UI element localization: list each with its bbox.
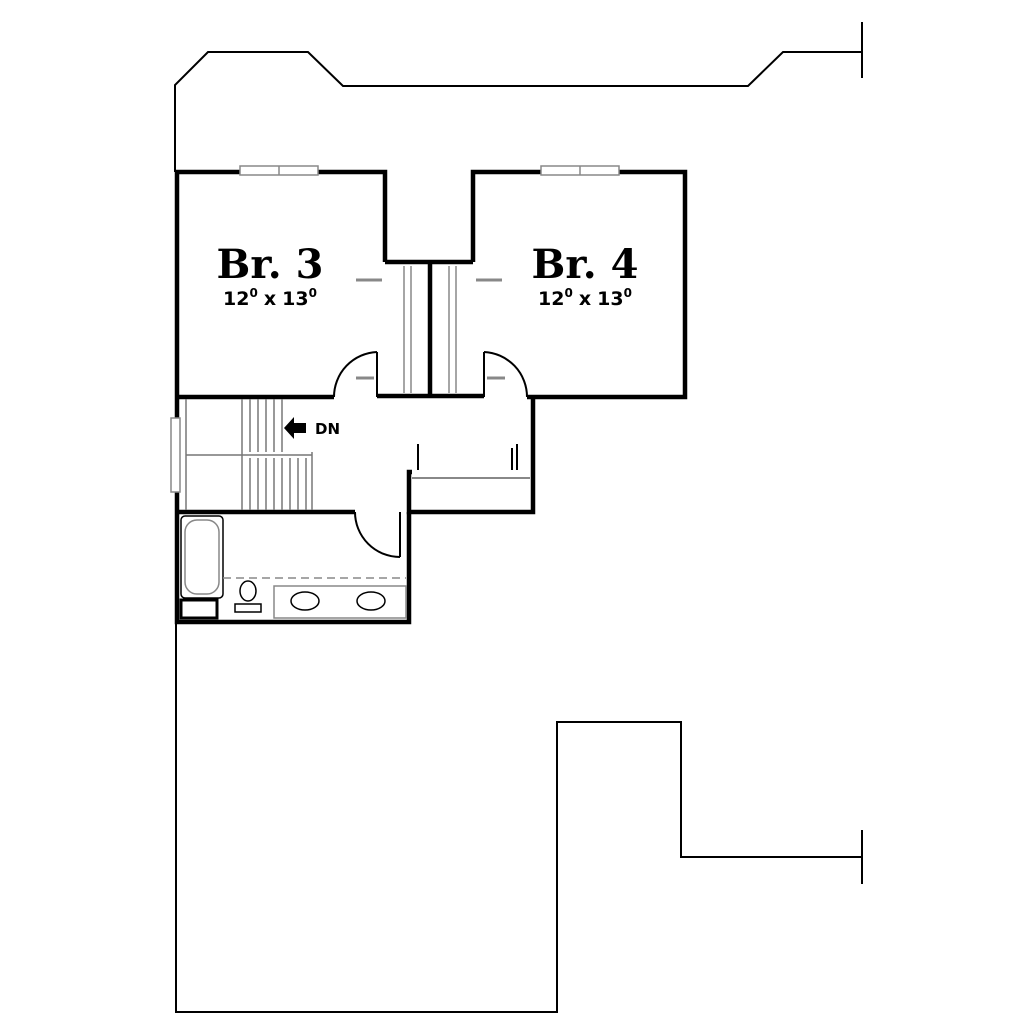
closet-jambs xyxy=(356,278,505,380)
wall-hall-right xyxy=(406,397,536,515)
roof-line-bottom xyxy=(175,622,862,1013)
roof-outline xyxy=(174,22,863,1013)
toilet xyxy=(239,580,257,602)
vanity-counter xyxy=(273,585,407,619)
bathroom-fixtures xyxy=(179,515,407,620)
bathtub-inner xyxy=(184,519,220,595)
wall-br4 xyxy=(470,169,688,400)
sink-left xyxy=(290,591,320,611)
walls xyxy=(174,169,688,625)
sink-right xyxy=(356,591,386,611)
linen-shelf xyxy=(179,598,219,620)
closet-shelves xyxy=(403,266,457,393)
bathtub xyxy=(180,515,224,599)
door-br3-swing xyxy=(332,351,378,398)
doors xyxy=(332,351,529,558)
linen-closet xyxy=(412,444,530,479)
windows xyxy=(170,165,620,493)
room-name: Br. 4 xyxy=(532,241,639,288)
window-stair xyxy=(170,417,181,493)
roof-line-top xyxy=(174,51,862,172)
toilet-tank xyxy=(234,603,262,613)
stair-direction-label: DN xyxy=(315,420,340,438)
arrow-left-icon xyxy=(284,417,306,439)
door-br4-swing xyxy=(483,351,529,398)
staircase xyxy=(185,399,313,510)
room-name: Br. 3 xyxy=(217,241,324,288)
door-bath-swing xyxy=(354,511,401,558)
